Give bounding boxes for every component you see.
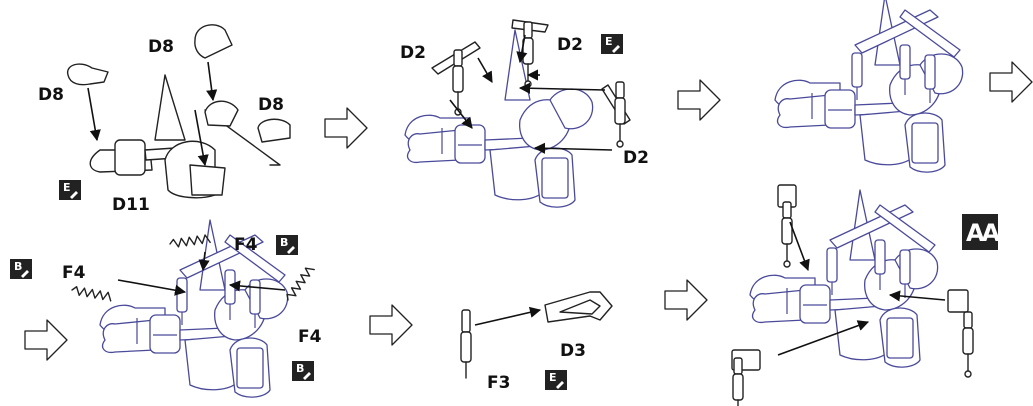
label-f4-right: F4 (298, 327, 322, 347)
label-d2-left: D2 (400, 43, 426, 63)
d8-part-mid (204, 100, 239, 127)
label-d2-top: D2 (557, 35, 583, 55)
badge-e-step5: E (545, 370, 567, 390)
step-1-base-body (89, 74, 281, 199)
flow-arrow-2 (677, 79, 721, 121)
flow-arrow-4 (24, 319, 68, 361)
badge-b-letter: B (280, 236, 288, 249)
d2-part-top (511, 19, 549, 88)
step-2-model (404, 29, 594, 208)
badge-b-letter: B (14, 260, 22, 273)
d8-part-top (194, 24, 233, 59)
badge-e-step2: E (601, 34, 623, 54)
label-d11: D11 (112, 195, 150, 215)
badge-b-bottom: B (292, 361, 314, 381)
f4-spring-top (168, 233, 211, 249)
step-4: F4 F4 F4 B B B (10, 219, 322, 398)
d8-part-right (257, 118, 291, 143)
d3-f3-assembly-right (947, 289, 974, 378)
step-1: D8 D8 D8 D11 E (38, 24, 291, 215)
badge-e-letter: E (63, 181, 71, 194)
badge-b-top: B (276, 235, 298, 255)
badge-aa-text: AA (966, 219, 1001, 247)
d2-part-left (431, 41, 481, 116)
badge-aa: AA (962, 214, 1004, 250)
d3-f3-assembly-bottom (731, 349, 761, 406)
badge-b-letter: B (296, 362, 304, 375)
label-d2-bottom: D2 (623, 148, 649, 168)
label-f4-left: F4 (62, 263, 86, 283)
flow-arrow-1 (324, 107, 368, 149)
flow-arrow-3 (989, 61, 1033, 103)
f4-spring-left (70, 285, 113, 302)
label-d8-left: D8 (38, 85, 64, 105)
label-d8-right: D8 (258, 95, 284, 115)
label-f4-top: F4 (234, 235, 258, 255)
step-5: D3 F3 E (460, 291, 613, 393)
badge-b-left: B (10, 259, 32, 279)
step-6: AA (731, 184, 1004, 406)
d8-part-left (66, 63, 109, 86)
badge-e-step1: E (59, 180, 81, 200)
d2-part-right (601, 81, 631, 148)
badge-e-letter: E (605, 35, 613, 48)
label-d8-top: D8 (148, 37, 174, 57)
flow-arrow-6 (664, 279, 708, 321)
label-d3: D3 (560, 341, 586, 361)
step-3 (774, 0, 964, 173)
step-2: D2 D2 D2 E (400, 19, 649, 208)
f4-spring-right (284, 264, 315, 303)
label-f3: F3 (487, 373, 510, 393)
d3-f3-assembly-top (777, 184, 797, 268)
flow-arrow-5 (369, 304, 413, 346)
f3-part (460, 309, 472, 379)
d3-part (544, 291, 613, 323)
badge-e-letter: E (549, 371, 557, 384)
